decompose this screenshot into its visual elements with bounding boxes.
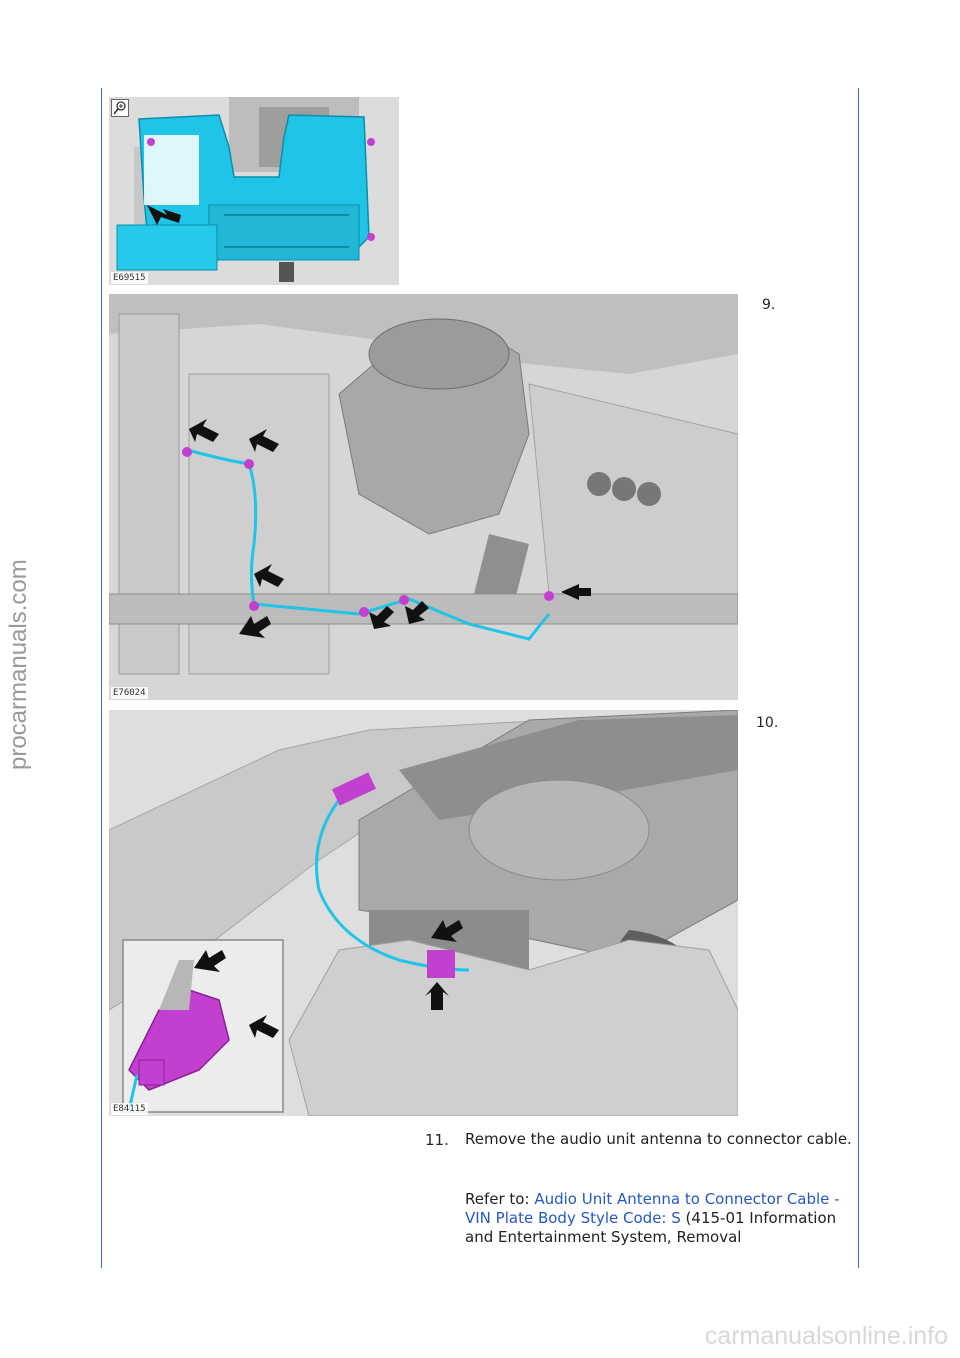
figure-code-label: E76024 [111, 687, 148, 699]
reference-prefix: Refer to: [465, 1190, 535, 1208]
step-number-11: 11. [425, 1131, 449, 1149]
figure-steering-cover: E69515 [109, 97, 399, 285]
figure-antenna-connector-illustration [109, 710, 738, 1116]
figure-code-label: E69515 [111, 272, 148, 284]
figure-antenna-cable-route-illustration [109, 294, 738, 700]
bottom-watermark: carmanualsonline.info [704, 1322, 948, 1350]
reference-suffix: (415-01 Information and Entertainment Sy… [465, 1209, 837, 1246]
step-11-instruction: Remove the audio unit antenna to connect… [465, 1130, 852, 1148]
figure-code-label: E84115 [111, 1103, 148, 1115]
reference-link[interactable]: Audio Unit Antenna to Connector Cable - … [465, 1190, 840, 1227]
step-number-9: 9. [762, 297, 776, 313]
figure-antenna-cable-route: E76024 [109, 294, 738, 700]
left-margin-rule [101, 88, 102, 1268]
right-margin-rule [858, 88, 859, 1268]
zoom-in-icon[interactable] [111, 99, 129, 117]
figure-antenna-connector: E84115 [109, 710, 738, 1116]
side-watermark: procarmanuals.com [5, 559, 32, 770]
step-11-reference: Refer to: Audio Unit Antenna to Connecto… [465, 1190, 855, 1247]
step-number-10: 10. [756, 715, 779, 731]
figure-steering-cover-illustration [109, 97, 399, 285]
